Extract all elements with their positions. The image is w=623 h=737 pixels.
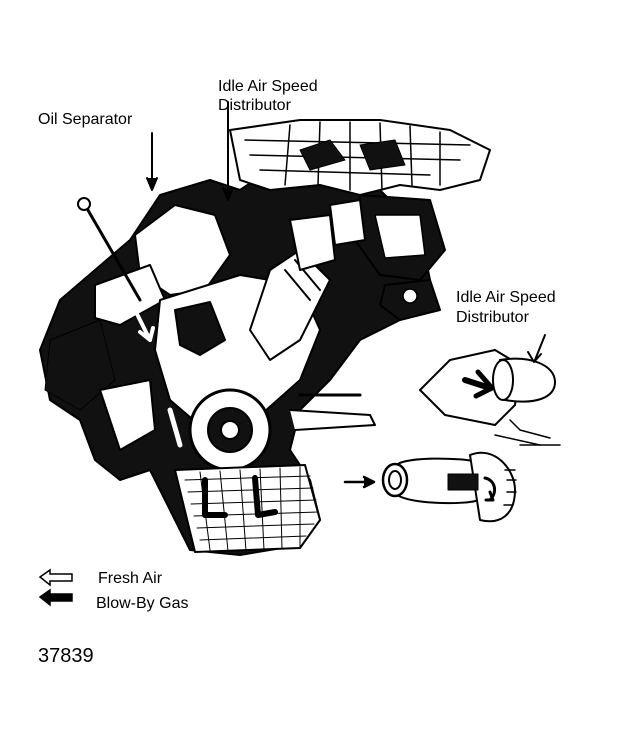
- callout-oil-separator: [146, 132, 158, 191]
- legend-blow-by-gas-label: Blow-By Gas: [96, 595, 189, 612]
- figure-number: 37839: [38, 645, 94, 667]
- legend-fresh-air-arrow: [38, 568, 73, 587]
- legend-blow-by-arrow: [38, 588, 73, 607]
- flow-arrow: [343, 475, 376, 489]
- cam-cover: [94, 264, 166, 326]
- label-distributor-top: Distributor: [218, 97, 291, 114]
- label-idle-air-speed-top: Idle Air Speed: [218, 78, 318, 95]
- legend-fresh-air-label: Fresh Air: [98, 570, 163, 587]
- callout-idle-air-right: [527, 334, 546, 363]
- oil-pan: [174, 464, 321, 553]
- piston-cutaway: [174, 301, 226, 356]
- label-distributor-right: Distributor: [456, 309, 529, 326]
- callout-idle-air-top: [222, 101, 234, 201]
- label-idle-air-speed-right: Idle Air Speed: [456, 289, 556, 306]
- label-oil-separator: Oil Separator: [38, 111, 133, 128]
